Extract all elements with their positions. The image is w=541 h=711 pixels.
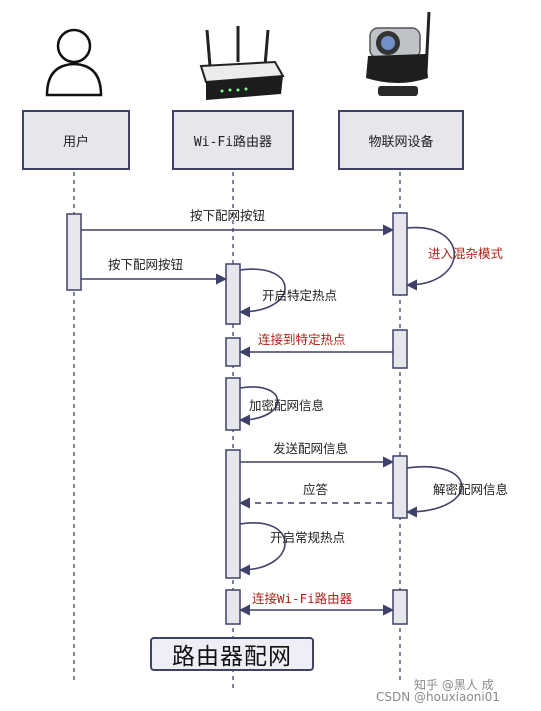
message-label: 连接Wi-Fi路由器	[252, 591, 353, 606]
participant-device: 物联网设备	[338, 110, 464, 170]
activation-device-3	[392, 455, 408, 519]
activation-device-4	[392, 589, 408, 625]
activation-router-3	[225, 377, 241, 431]
arrow-self-device-decrypt	[405, 466, 463, 518]
activation-device-1	[392, 212, 408, 296]
watermark-csdn: CSDN @houxiaoni01	[376, 690, 500, 704]
activation-router-4	[225, 449, 241, 579]
message-label: 开启常规热点	[270, 530, 346, 545]
participant-router-label: Wi-Fi路由器	[193, 134, 273, 150]
camera-icon	[366, 11, 431, 96]
watermark-zhihu: 知乎 @黑人 成	[414, 678, 494, 692]
message-label: 进入混杂模式	[428, 246, 504, 261]
activation-router-1	[225, 263, 241, 325]
participant-user: 用户	[22, 110, 130, 170]
diagram-title: 路由器配网	[150, 637, 314, 671]
participant-user-label: 用户	[62, 134, 89, 150]
arrow-self-router-normal-hotspot	[238, 522, 286, 576]
activation-router-5	[225, 589, 241, 625]
diagram-title-text: 路由器配网	[172, 644, 292, 670]
activation-device-2	[392, 329, 408, 369]
message-label: 加密配网信息	[249, 398, 325, 413]
arrow-self-router-encrypt	[238, 386, 279, 426]
activation-user	[66, 213, 82, 291]
message-label: 解密配网信息	[433, 482, 509, 497]
arrow-self-device-promiscuous	[405, 226, 456, 291]
message-label: 连接到特定热点	[258, 332, 346, 347]
message-label: 发送配网信息	[273, 441, 349, 456]
message-label: 按下配网按钮	[108, 257, 184, 272]
message-label: 按下配网按钮	[190, 208, 266, 223]
router-icon	[199, 26, 285, 100]
participant-router: Wi-Fi路由器	[172, 110, 294, 170]
participant-device-label: 物联网设备	[368, 134, 434, 150]
arrow-self-router-hotspot	[238, 268, 286, 318]
message-label: 开启特定热点	[262, 288, 338, 303]
message-label: 应答	[303, 482, 329, 497]
user-icon	[45, 28, 103, 97]
activation-router-2	[225, 337, 241, 367]
